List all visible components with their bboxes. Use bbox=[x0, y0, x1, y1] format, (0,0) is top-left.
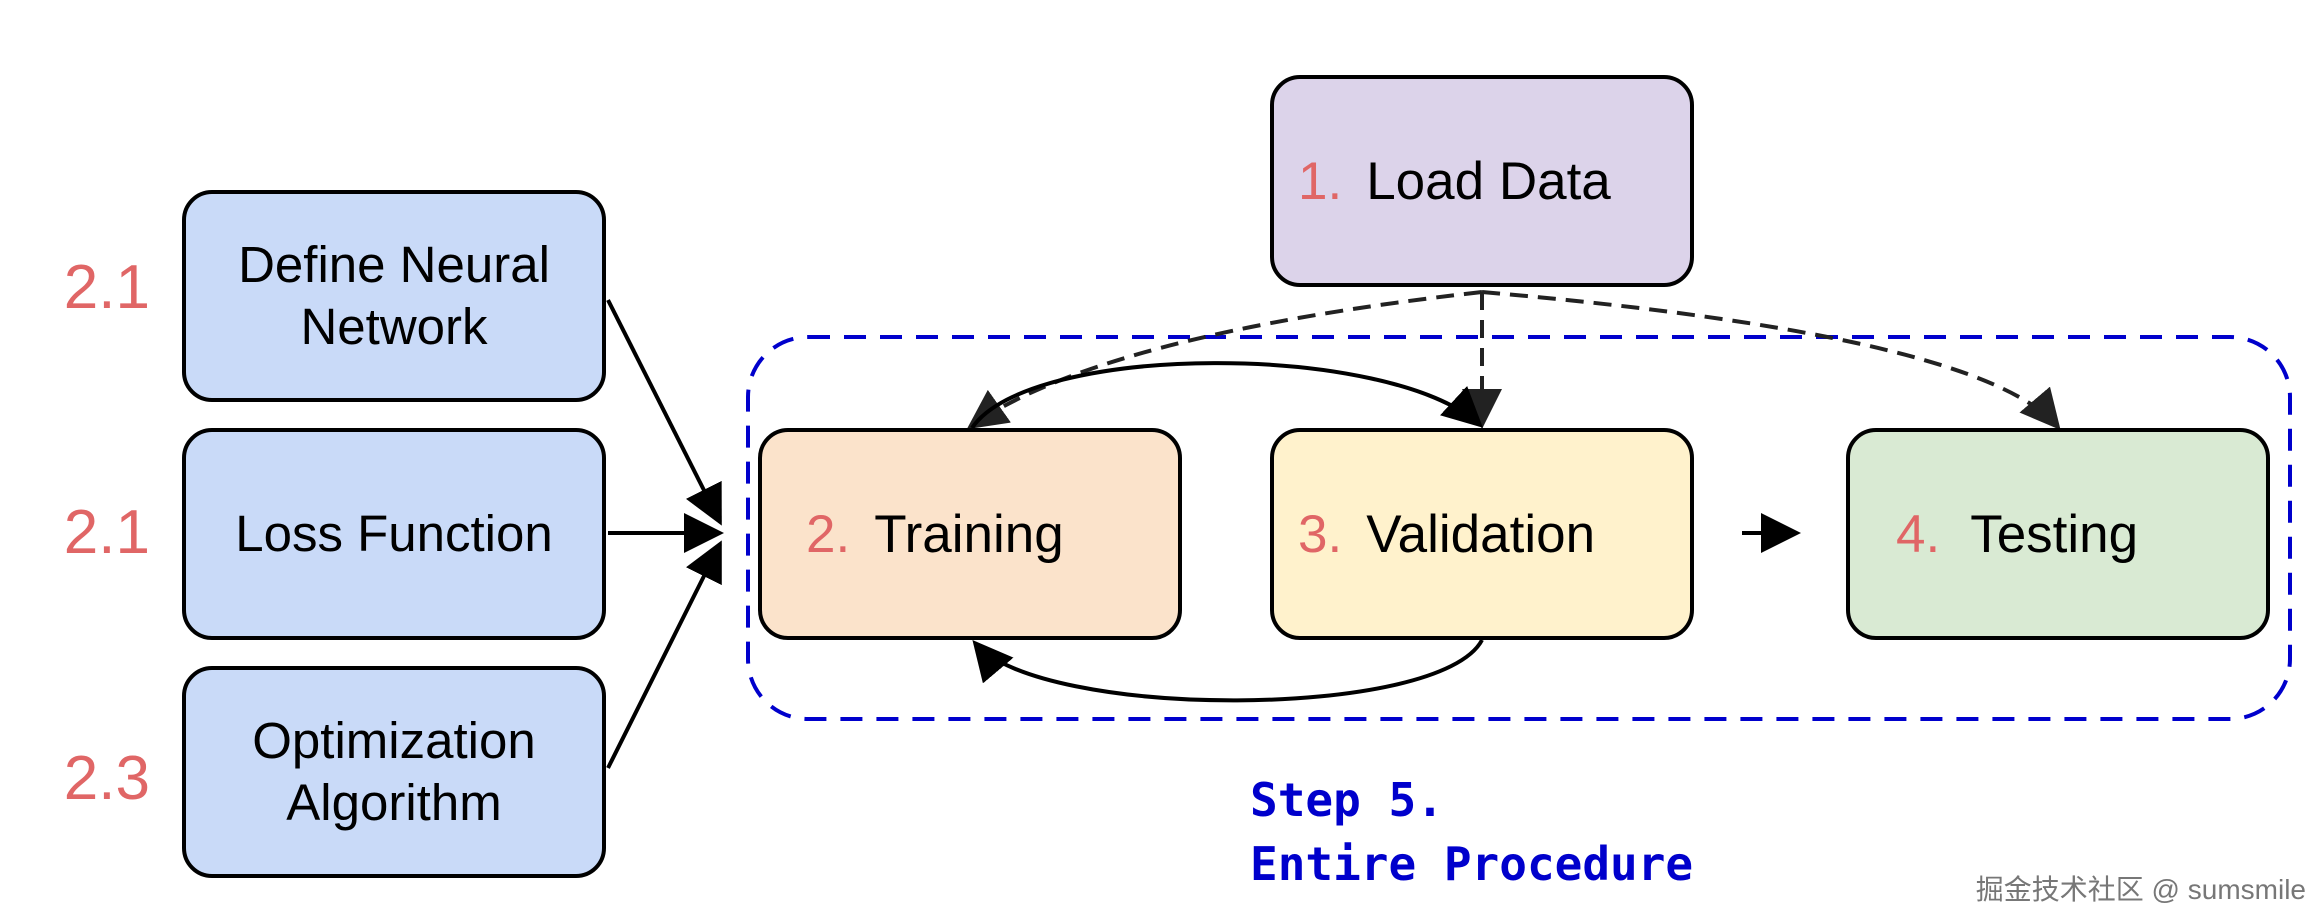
side-step-label: 2.1 bbox=[63, 253, 150, 322]
side-step-label: 2.1 bbox=[63, 498, 150, 567]
optimization-algorithm-box: Optimization Algorithm bbox=[182, 666, 606, 878]
loss-function-text: Loss Function bbox=[235, 504, 553, 562]
step-label: Load Data bbox=[1366, 151, 1611, 211]
define-network-line2: Network bbox=[300, 298, 488, 355]
arrow-network-to-training bbox=[606, 299, 722, 526]
caption-line2: Entire Procedure bbox=[1250, 837, 1694, 891]
step-number: 3. bbox=[1298, 504, 1343, 564]
step-number: 2. bbox=[806, 504, 851, 564]
procedure-caption: Step 5. Entire Procedure bbox=[1250, 768, 1693, 896]
define-network-box: Define Neural Network bbox=[182, 190, 606, 402]
load-data-box: 1. Load Data bbox=[1270, 75, 1694, 287]
side-step-label: 2.3 bbox=[63, 744, 150, 813]
optimization-line1: Optimization bbox=[252, 711, 536, 769]
training-box: 2. Training bbox=[758, 428, 1182, 640]
step-number: 1. bbox=[1298, 151, 1343, 211]
arrow-validation-to-training bbox=[972, 639, 1484, 703]
define-network-line1: Define Neural bbox=[238, 235, 550, 293]
step-label: Training bbox=[874, 504, 1064, 564]
caption-line1: Step 5. bbox=[1250, 773, 1444, 827]
step-label: Validation bbox=[1366, 504, 1596, 564]
step-number: 4. bbox=[1896, 504, 1941, 564]
step-label: Testing bbox=[1970, 504, 2139, 564]
loss-function-box: Loss Function bbox=[182, 428, 606, 640]
arrow-optimizer-to-training bbox=[606, 540, 722, 769]
arrow-training-to-validation bbox=[970, 361, 1483, 430]
dashed-arrow-load-to-testing bbox=[1481, 290, 2061, 431]
dashed-arrow-load-to-training bbox=[966, 290, 1483, 430]
watermark-credit: 掘金技术社区 @ sumsmile bbox=[1975, 874, 2306, 905]
validation-box: 3. Validation bbox=[1270, 428, 1694, 640]
testing-box: 4. Testing bbox=[1846, 428, 2270, 640]
optimization-line2: Algorithm bbox=[286, 774, 502, 831]
